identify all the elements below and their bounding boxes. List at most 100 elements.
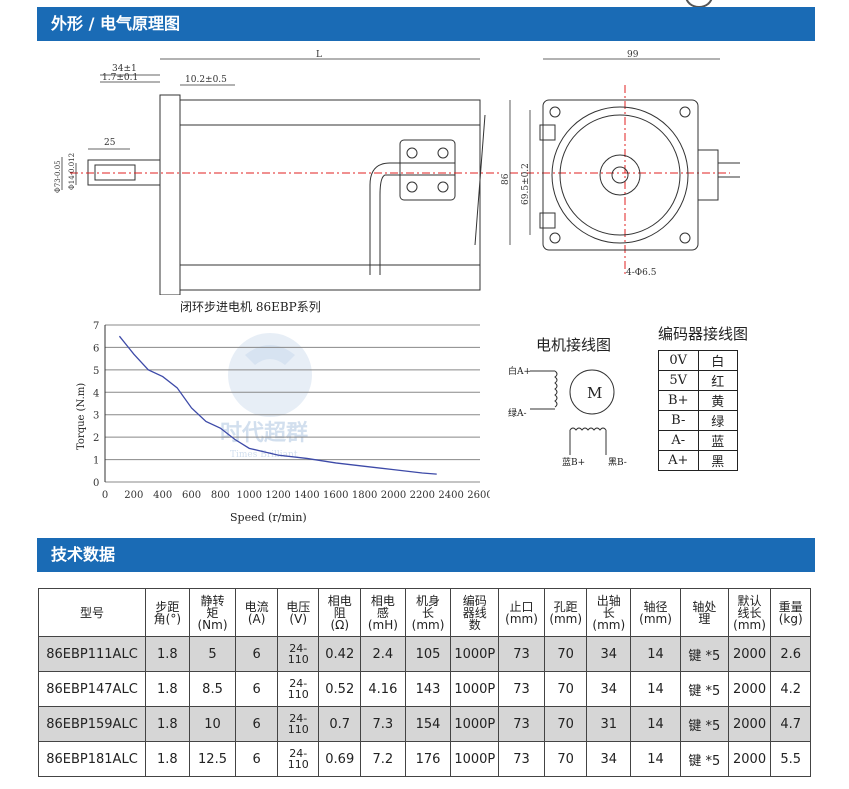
y-tick-label: 0 (93, 478, 99, 489)
spec-cell: 键 *5 (679, 671, 729, 707)
spec-cell: 34 (586, 741, 632, 777)
svg-text:69.5±0.2: 69.5±0.2 (521, 163, 531, 205)
watermark-text: 时代超群 (220, 420, 308, 446)
x-tick-label: 800 (211, 490, 230, 501)
spec-cell: 0.52 (318, 671, 362, 707)
x-tick-label: 400 (153, 490, 172, 501)
y-tick-label: 5 (93, 366, 99, 377)
spec-cell: 键 *5 (679, 706, 729, 742)
section-header-outline: 外形 / 电气原理图 (37, 7, 815, 41)
spec-header-cell: 默认线长(mm) (727, 588, 772, 637)
y-tick-label: 4 (93, 388, 99, 399)
svg-text:34±1: 34±1 (112, 64, 137, 74)
spec-cell: 6 (235, 636, 278, 672)
spec-cell: 31 (586, 706, 632, 742)
spec-cell: 7.2 (360, 741, 406, 777)
spec-cell: 86EBP111ALC (37, 636, 147, 672)
y-tick-label: 6 (93, 343, 99, 354)
wiring-a-plus: 白A+ (508, 365, 531, 377)
encoder-cell: B- (658, 410, 699, 431)
svg-text:L: L (316, 50, 322, 60)
wiring-b-minus: 黑B- (608, 457, 627, 468)
wiring-a-minus: 绿A- (508, 407, 527, 419)
spec-cell: 1.8 (145, 636, 190, 672)
y-tick-label: 3 (93, 411, 99, 422)
spec-cell: 4.7 (770, 706, 811, 742)
spec-header-cell: 编码器线数 (450, 588, 500, 637)
spec-table-header: 型号步距角(°)静转矩(Nm)电流(A)电压(V)相电阻(Ω)相电感(mH)机身… (37, 588, 811, 637)
spec-cell: 24-110 (276, 671, 320, 707)
encoder-row: B+黄 (658, 390, 738, 411)
encoder-row: A-蓝 (658, 430, 738, 451)
svg-text:86: 86 (501, 173, 511, 185)
spec-cell: 1.8 (145, 671, 190, 707)
spec-header-cell: 电压(V) (276, 588, 320, 637)
spec-cell: 143 (404, 671, 452, 707)
spec-header-cell: 相电阻(Ω) (318, 588, 362, 637)
spec-cell: 154 (404, 706, 452, 742)
spec-cell: 14 (630, 636, 681, 672)
spec-cell: 12.5 (188, 741, 237, 777)
encoder-cell: 0V (658, 350, 699, 371)
x-tick-label: 200 (124, 490, 143, 501)
motor-wiring-diagram: 电机接线图 白A+ 绿A- M 蓝B+ 黑B- (508, 336, 627, 468)
encoder-cell: A+ (658, 450, 699, 471)
encoder-cell: 黑 (697, 450, 738, 471)
encoder-cell: A- (658, 430, 699, 451)
watermark-logo: 时代超群 Times Brilliant (220, 333, 312, 460)
spec-cell: 1.8 (145, 741, 190, 777)
spec-header-cell: 静转矩(Nm) (188, 588, 237, 637)
motor-label: M (587, 384, 602, 402)
encoder-row: A+黑 (658, 450, 738, 471)
svg-text:99: 99 (627, 50, 639, 60)
spec-cell: 0.42 (318, 636, 362, 672)
watermark-sub: Times Brilliant (230, 450, 298, 460)
spec-cell: 73 (498, 706, 545, 742)
spec-cell: 2.6 (770, 636, 811, 672)
spec-cell: 2000 (727, 706, 772, 742)
svg-text:1.7±0.1: 1.7±0.1 (102, 73, 138, 83)
encoder-cell: 绿 (697, 410, 738, 431)
spec-header-cell: 出轴长(mm) (586, 588, 632, 637)
spec-cell: 70 (543, 741, 588, 777)
spec-cell: 14 (630, 741, 681, 777)
spec-cell: 2000 (727, 671, 772, 707)
spec-cell: 176 (404, 741, 452, 777)
spec-cell: 105 (404, 636, 452, 672)
x-tick-label: 2400 (438, 490, 463, 501)
section-header-specs: 技术数据 (37, 538, 815, 572)
chart-xlabel: Speed (r/min) (230, 511, 307, 524)
spec-cell: 70 (543, 706, 588, 742)
spec-header-cell: 机身长(mm) (404, 588, 452, 637)
flange-plate (159, 94, 181, 295)
spec-cell: 10 (188, 706, 237, 742)
spec-cell: 7.3 (360, 706, 406, 742)
x-tick-label: 1200 (265, 490, 290, 501)
torque-speed-chart: 闭环步进电机 86EBP系列 时代超群 Times Brilliant 0123… (76, 300, 490, 524)
spec-header-cell: 重量(kg) (770, 588, 811, 637)
wiring-title: 电机接线图 (536, 336, 611, 354)
encoder-cell: 黄 (697, 390, 738, 411)
spec-cell: 5.5 (770, 741, 811, 777)
chart-ylabel: Torque (N.m) (76, 383, 87, 450)
spec-table-wrap: 型号步距角(°)静转矩(Nm)电流(A)电压(V)相电阻(Ω)相电感(mH)机身… (37, 588, 811, 777)
spec-cell: 8.5 (188, 671, 237, 707)
spec-cell: 73 (498, 636, 545, 672)
x-tick-label: 1800 (352, 490, 377, 501)
spec-cell: 0.7 (318, 706, 362, 742)
spec-cell: 24-110 (276, 706, 320, 742)
encoder-cell: 5V (658, 370, 699, 391)
spec-cell: 1.8 (145, 706, 190, 742)
spec-cell: 1000P (450, 706, 500, 742)
svg-text:Φ73-0.05: Φ73-0.05 (54, 160, 62, 193)
spec-cell: 0.69 (318, 741, 362, 777)
wiring-b-plus: 蓝B+ (562, 456, 585, 468)
front-flange (542, 99, 699, 251)
encoder-cell: 红 (697, 370, 738, 391)
spec-header-cell: 轴径(mm) (630, 588, 681, 637)
